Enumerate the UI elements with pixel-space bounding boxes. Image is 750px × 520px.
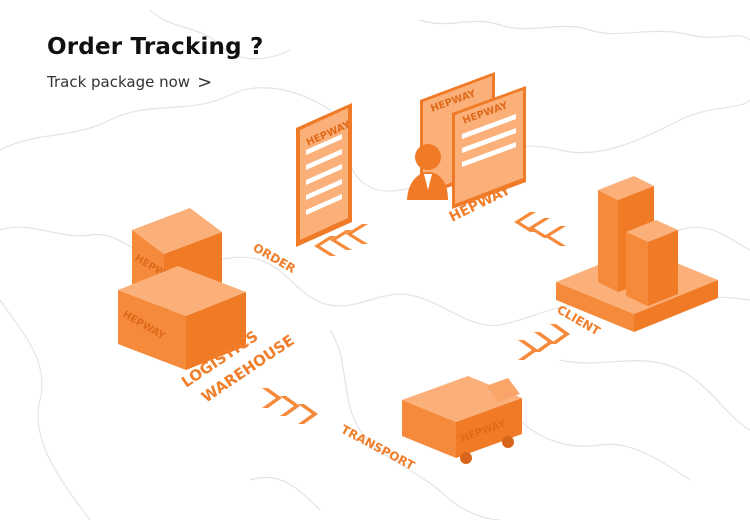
page-title: Order Tracking ? — [47, 34, 264, 60]
track-package-label: Track package now — [47, 73, 191, 91]
arrow-transport-to-client-icon — [518, 324, 570, 360]
client-buildings-icon — [556, 176, 718, 332]
chevron-right-icon: > — [197, 71, 213, 93]
order-step-label: ORDER — [251, 240, 299, 276]
transport-truck-icon: HEPWAY — [402, 376, 522, 464]
arrow-order-to-warehouse-icon — [314, 224, 368, 256]
track-package-link[interactable]: Track package now > — [47, 73, 212, 91]
arrow-warehouse-to-transport-icon — [262, 388, 318, 424]
arrow-client-to-customer-icon — [514, 212, 566, 246]
order-document-icon: HEPWAY — [296, 103, 353, 247]
warehouse-boxes-icon: HEPWAY HEPWAY — [118, 208, 246, 370]
customer-with-documents-icon: HEPWAY HEPWAY — [407, 72, 526, 209]
